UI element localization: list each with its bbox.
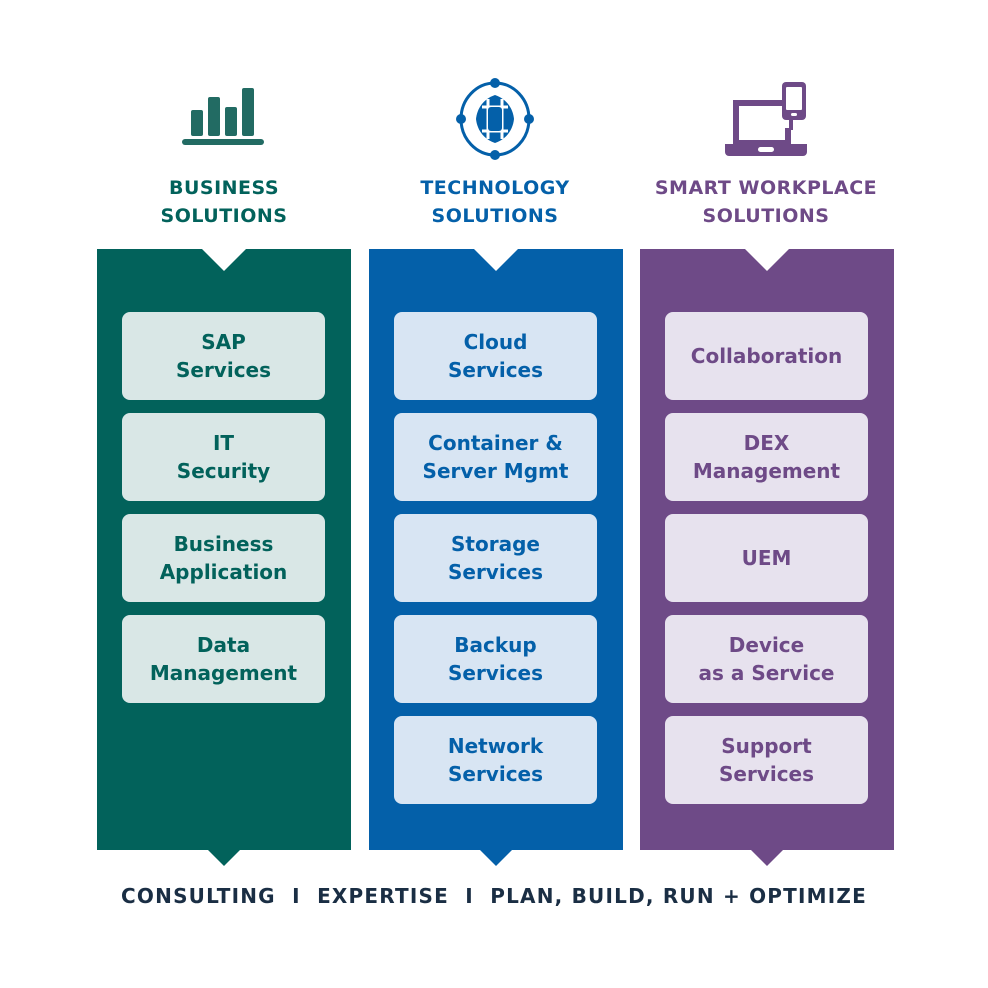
card-data-management[interactable]: Data Management	[122, 615, 325, 703]
card-cloud-services[interactable]: Cloud Services	[394, 312, 597, 400]
card-container-server-mgmt[interactable]: Container & Server Mgmt	[394, 413, 597, 501]
technology-panel: Cloud Services Container & Server Mgmt S…	[369, 248, 623, 866]
business-panel: SAP Services IT Security Business Applic…	[97, 248, 351, 866]
card-uem[interactable]: UEM	[665, 514, 868, 602]
card-network-services[interactable]: Network Services	[394, 716, 597, 804]
card-storage-services[interactable]: Storage Services	[394, 514, 597, 602]
workplace-panel: Collaboration DEX Management UEM Device …	[640, 248, 894, 866]
workplace-header: SMART WORKPLACE SOLUTIONS	[639, 78, 893, 230]
bar-chart-icon	[97, 78, 351, 160]
panel-notch-top	[201, 248, 247, 271]
panel-notch-bottom	[480, 850, 512, 866]
panel-notch-top	[473, 248, 519, 271]
globe-network-icon	[368, 78, 622, 160]
card-collaboration[interactable]: Collaboration	[665, 312, 868, 400]
technology-title: TECHNOLOGY SOLUTIONS	[420, 177, 570, 227]
card-sap-services[interactable]: SAP Services	[122, 312, 325, 400]
business-header: BUSINESS SOLUTIONS	[97, 78, 351, 230]
card-dex-management[interactable]: DEX Management	[665, 413, 868, 501]
card-support-services[interactable]: Support Services	[665, 716, 868, 804]
panel-notch-bottom	[751, 850, 783, 866]
technology-header: TECHNOLOGY SOLUTIONS	[368, 78, 622, 230]
workplace-title: SMART WORKPLACE SOLUTIONS	[654, 177, 878, 227]
business-title: BUSINESS SOLUTIONS	[160, 177, 288, 227]
card-backup-services[interactable]: Backup Services	[394, 615, 597, 703]
footer-tagline: CONSULTING I EXPERTISE I PLAN, BUILD, RU…	[121, 884, 867, 908]
card-device-as-a-service[interactable]: Device as a Service	[665, 615, 868, 703]
laptop-phone-icon	[639, 78, 893, 160]
panel-notch-top	[744, 248, 790, 271]
card-it-security[interactable]: IT Security	[122, 413, 325, 501]
panel-notch-bottom	[208, 850, 240, 866]
card-business-application[interactable]: Business Application	[122, 514, 325, 602]
